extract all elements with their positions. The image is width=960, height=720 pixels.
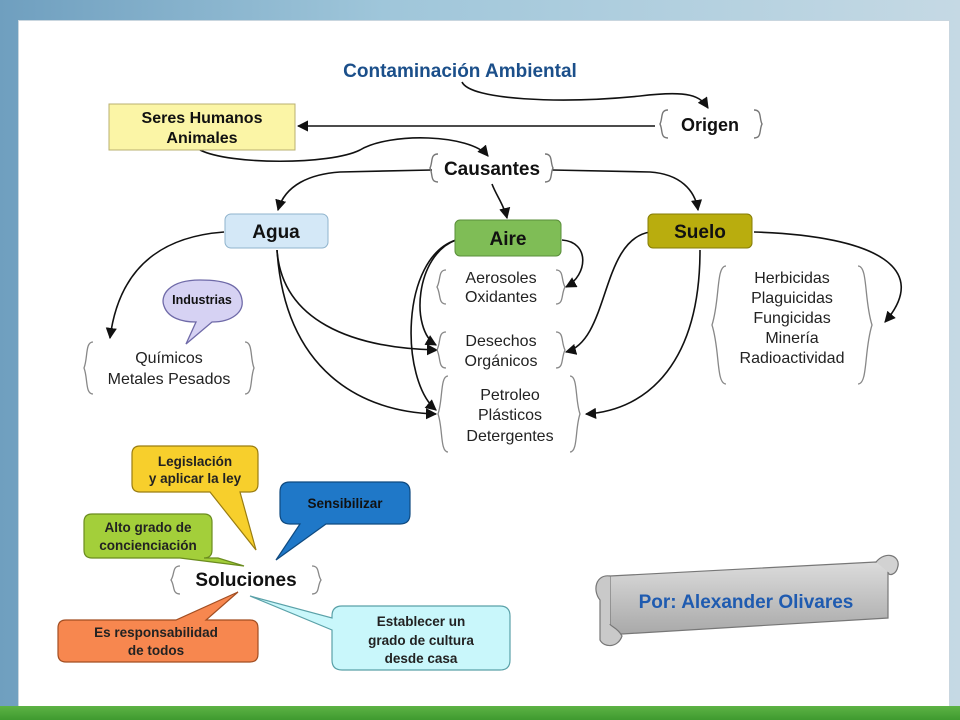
connector-agua-quimicos	[105, 231, 225, 340]
herbicidas-line-1: Herbicidas	[754, 270, 830, 287]
responsabilidad-line-2: de todos	[128, 643, 184, 658]
soluciones-braces	[170, 565, 322, 595]
connector-suelo-desechos	[564, 231, 651, 355]
cultura-line-3: desde casa	[385, 651, 458, 666]
origen-brace-right	[753, 109, 763, 139]
seres-line-1: Seres Humanos	[142, 110, 263, 127]
herbicidas-line-5: Radioactividad	[740, 350, 845, 367]
herbicidas-braces	[711, 265, 873, 385]
industrias-label: Industrias	[172, 293, 232, 307]
connector-agua-petroleo	[276, 249, 438, 420]
cultura-line-2: grado de cultura	[368, 633, 474, 648]
aerosoles-line-2: Oxidantes	[465, 289, 537, 306]
aire-label: Aire	[490, 229, 527, 250]
legislacion-line-2: y aplicar la ley	[149, 471, 242, 486]
quimicos-line-1: Químicos	[135, 350, 203, 367]
suelo-box: Suelo	[647, 213, 753, 249]
author-scroll: Por: Alexander Olivares	[595, 554, 899, 647]
alto-grado-line-2: concienciación	[99, 538, 197, 553]
agua-box: Agua	[224, 213, 329, 249]
petroleo-line-3: Detergentes	[466, 428, 553, 445]
agua-label: Agua	[252, 222, 300, 243]
desechos-line-1: Desechos	[465, 333, 536, 350]
aerosoles-braces	[436, 269, 566, 305]
petroleo-line-1: Petroleo	[480, 387, 540, 404]
desechos-braces	[436, 331, 566, 369]
connector-causantes-suelo	[551, 169, 703, 212]
cultura-bubble: Establecer un grado de cultura desde cas…	[249, 595, 511, 671]
connector-seres-causantes	[199, 137, 489, 162]
soluciones-label: Soluciones	[195, 570, 296, 591]
origen-brace-left	[659, 109, 669, 139]
quimicos-line-2: Metales Pesados	[108, 371, 231, 388]
aire-box: Aire	[454, 219, 562, 257]
connector-title-origen	[461, 81, 709, 109]
author-label: Por: Alexander Olivares	[639, 592, 854, 613]
petroleo-braces	[437, 375, 581, 453]
industrias-bubble: Industrias	[162, 279, 243, 345]
herbicidas-line-3: Fungicidas	[753, 310, 830, 327]
seres-line-2: Animales	[166, 130, 237, 147]
desechos-line-2: Orgánicos	[465, 353, 538, 370]
sensibilizar-bubble: Sensibilizar	[275, 481, 411, 561]
connector-agua-desechos	[276, 249, 439, 356]
alto-grado-bubble: Alto grado de concienciación	[83, 513, 245, 567]
herbicidas-line-4: Minería	[765, 330, 818, 347]
bottom-band	[0, 706, 960, 720]
origen-node	[659, 109, 763, 139]
causantes-braces	[429, 153, 554, 183]
connector-suelo-herbicidas	[753, 231, 903, 323]
connector-aire-petroleo	[410, 239, 457, 411]
connector-aire-aerosoles	[561, 239, 584, 288]
connector-causantes-aire	[491, 183, 511, 220]
alto-grado-line-1: Alto grado de	[105, 520, 192, 535]
connector-suelo-petroleo	[584, 249, 701, 419]
connectors	[105, 81, 903, 420]
causantes-label: Causantes	[444, 159, 540, 180]
diagram-title: Contaminación Ambiental	[343, 61, 577, 82]
legislacion-bubble: Legislación y aplicar la ley	[131, 445, 259, 551]
aerosoles-line-1: Aerosoles	[465, 270, 536, 287]
origen-label: Origen	[681, 115, 739, 135]
cultura-line-1: Establecer un	[377, 614, 466, 629]
responsabilidad-bubble: Es responsabilidad de todos	[57, 591, 259, 663]
legislacion-line-1: Legislación	[158, 454, 232, 469]
suelo-label: Suelo	[674, 222, 726, 243]
quimicos-braces	[83, 341, 255, 395]
seres-humanos-box: Seres Humanos Animales	[108, 103, 296, 151]
connector-causantes-agua	[275, 169, 433, 212]
herbicidas-line-2: Plaguicidas	[751, 290, 833, 307]
connector-aire-desechos	[419, 239, 457, 346]
petroleo-line-2: Plásticos	[478, 407, 542, 424]
responsabilidad-line-1: Es responsabilidad	[94, 625, 218, 640]
sensibilizar-label: Sensibilizar	[307, 496, 383, 511]
